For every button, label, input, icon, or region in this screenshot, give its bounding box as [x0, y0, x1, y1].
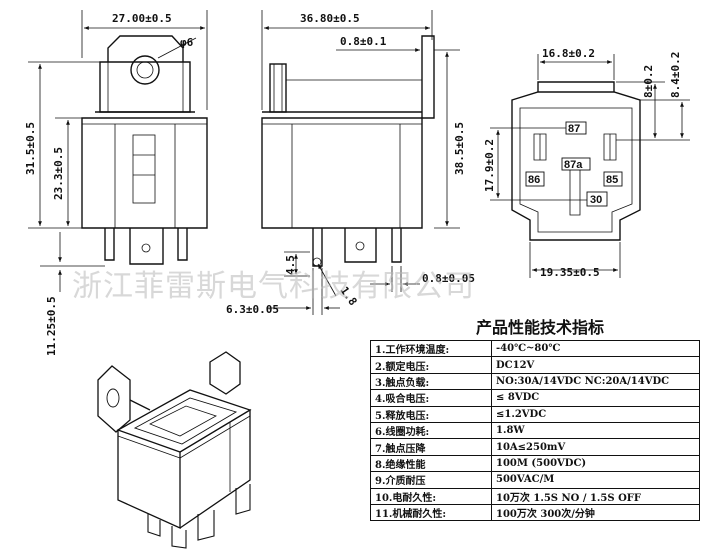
- spec-key: 7.触点压降: [370, 438, 492, 456]
- side-view: [261, 10, 460, 315]
- dim-side-height: 38.5±0.5: [453, 122, 466, 175]
- spec-value: 10A≤250mV: [491, 438, 700, 456]
- dim-bottom-height: 17.9±0.2: [483, 139, 496, 192]
- spec-value: ≤1.2VDC: [491, 405, 700, 423]
- spec-value: -40℃~80℃: [491, 339, 700, 358]
- pin-87-label: 87: [568, 123, 580, 135]
- spec-key: 3.触点负载:: [370, 372, 492, 391]
- dim-front-width: 27.00±0.5: [112, 12, 172, 25]
- spec-value: 100万次 300次/分钟: [491, 503, 700, 522]
- dim-hole-diameter: φ6: [180, 36, 194, 49]
- spec-key: 2.额定电压:: [370, 356, 492, 374]
- table-row: 11.机械耐久性:100万次 300次/分钟: [370, 503, 700, 522]
- pin-87a-label: 87a: [564, 159, 583, 171]
- pin-85-label: 85: [606, 174, 618, 186]
- spec-value: 100M (500VDC): [491, 454, 700, 473]
- table-row: 1.工作环境温度:-40℃~80℃: [370, 339, 700, 358]
- table-row: 10.电耐久性:10万次 1.5S NO / 1.5S OFF: [370, 487, 700, 505]
- table-row: 2.额定电压:DC12V: [370, 356, 700, 374]
- table-row: 3.触点负载:NO:30A/14VDC NC:20A/14VDC: [370, 372, 700, 391]
- spec-value: 500VAC/M: [491, 471, 700, 489]
- spec-value: 10万次 1.5S NO / 1.5S OFF: [491, 487, 700, 505]
- spec-key: 6.线圈功耗:: [370, 421, 492, 440]
- dim-bottom-offset-2: 8.4±0.2: [669, 52, 682, 98]
- pin-30-label: 30: [590, 194, 602, 206]
- spec-table-title: 产品性能技术指标: [475, 318, 604, 337]
- dim-pin-width: 6.3±0.05: [226, 303, 279, 316]
- company-watermark: 浙江菲雷斯电气科技有限公司: [72, 269, 475, 304]
- table-row: 5.释放电压:≤1.2VDC: [370, 405, 700, 423]
- spec-key: 11.机械耐久性:: [370, 503, 492, 522]
- table-row: 4.吸合电压:≤ 8VDC: [370, 389, 700, 407]
- dim-pin-slot-height: 4.5: [284, 255, 297, 275]
- spec-key: 8.绝缘性能: [370, 454, 492, 473]
- spec-value: ≤ 8VDC: [491, 389, 700, 407]
- bottom-view: [490, 54, 690, 278]
- front-view: [28, 10, 208, 292]
- dim-bracket-thickness: 0.8±0.1: [340, 35, 387, 48]
- spec-value: DC12V: [491, 356, 700, 374]
- spec-key: 1.工作环境温度:: [370, 339, 492, 358]
- iso-view: [97, 351, 252, 549]
- spec-key: 10.电耐久性:: [370, 487, 492, 505]
- dim-bottom-width: 19.35±0.5: [540, 266, 600, 279]
- dim-bottom-top-width: 16.8±0.2: [542, 47, 595, 60]
- spec-key: 4.吸合电压:: [370, 389, 492, 407]
- spec-table: 1.工作环境温度:-40℃~80℃ 2.额定电压:DC12V 3.触点负载:NO…: [370, 339, 700, 522]
- pin-86-label: 86: [528, 174, 540, 186]
- dim-bottom-offset-1: 8±0.2: [642, 65, 655, 98]
- table-row: 6.线圈功耗:1.8W: [370, 421, 700, 440]
- dim-pin-length: 11.25±0.5: [45, 296, 58, 356]
- spec-key: 9.介质耐压: [370, 471, 492, 489]
- dim-front-height-body: 23.3±0.5: [52, 147, 65, 200]
- dim-side-width: 36.80±0.5: [300, 12, 360, 25]
- spec-value: NO:30A/14VDC NC:20A/14VDC: [491, 372, 700, 391]
- dim-front-height-total: 31.5±0.5: [24, 122, 37, 175]
- spec-key: 5.释放电压:: [370, 405, 492, 423]
- spec-value: 1.8W: [491, 421, 700, 440]
- dim-pin-thickness: 0.8±0.05: [422, 272, 475, 285]
